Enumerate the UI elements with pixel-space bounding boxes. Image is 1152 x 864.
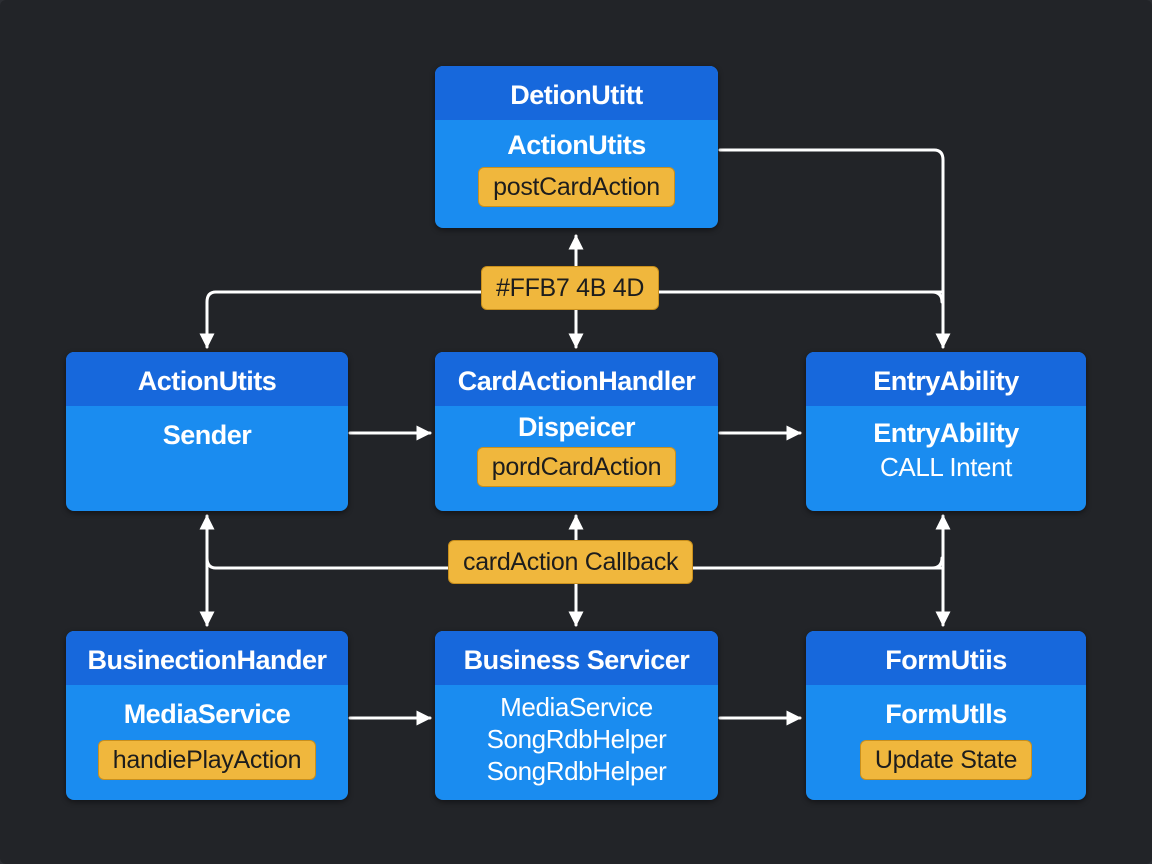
node-center-mid-subtitle: Dispeicer — [517, 412, 636, 442]
node-action-utils-sender: ActionUtits Sender — [66, 352, 348, 511]
node-center-mid-tag: pordCardAction — [476, 447, 677, 487]
upper-bus-label: #FFB7 4B 4D — [481, 266, 660, 310]
node-center-bottom-line-3: SongRdbHelper — [486, 756, 667, 786]
node-left-bottom-tag: handiePlayAction — [97, 740, 317, 780]
node-center-bottom-title: Business Servicer — [435, 631, 718, 685]
node-right-bottom-title: FormUtiis — [806, 631, 1086, 685]
node-business-servicer: Business Servicer MediaService SongRdbHe… — [435, 631, 718, 800]
node-left-bottom-title: BusinectionHander — [66, 631, 348, 685]
node-card-action-handler: CardActionHandler Dispeicer pordCardActi… — [435, 352, 718, 511]
lower-bus-label: cardAction Callback — [448, 540, 694, 584]
node-top-title: DetionUtitt — [435, 66, 718, 120]
node-center-bottom-line-2: SongRdbHelper — [486, 724, 667, 754]
node-entry-ability: EntryAbility EntryAbility CALL Intent — [806, 352, 1086, 511]
node-business-handler: BusinectionHander MediaService handiePla… — [66, 631, 348, 800]
node-center-mid-title: CardActionHandler — [435, 352, 718, 406]
node-center-bottom-line-1: MediaService — [500, 692, 653, 722]
node-right-mid-line: CALL Intent — [880, 452, 1012, 482]
node-right-bottom-subtitle: FormUtlls — [885, 699, 1007, 729]
node-top-action-utils: DetionUtitt ActionUtits postCardAction — [435, 66, 718, 228]
node-top-tag: postCardAction — [478, 167, 675, 207]
top-to-entryability-arrow — [718, 148, 951, 349]
node-left-mid-subtitle: Sender — [162, 420, 252, 450]
node-right-mid-subtitle: EntryAbility — [873, 418, 1019, 448]
upper-bus-left-drop — [199, 290, 218, 349]
node-top-subtitle: ActionUtits — [507, 130, 646, 160]
node-left-bottom-subtitle: MediaService — [123, 699, 291, 729]
node-right-mid-title: EntryAbility — [806, 352, 1086, 406]
node-form-utils: FormUtiis FormUtlls Update State — [806, 631, 1086, 800]
lower-bus-right-join — [930, 556, 944, 570]
node-right-bottom-tag: Update State — [859, 740, 1033, 780]
node-left-mid-title: ActionUtits — [66, 352, 348, 406]
upper-bus-right-join — [930, 290, 944, 304]
